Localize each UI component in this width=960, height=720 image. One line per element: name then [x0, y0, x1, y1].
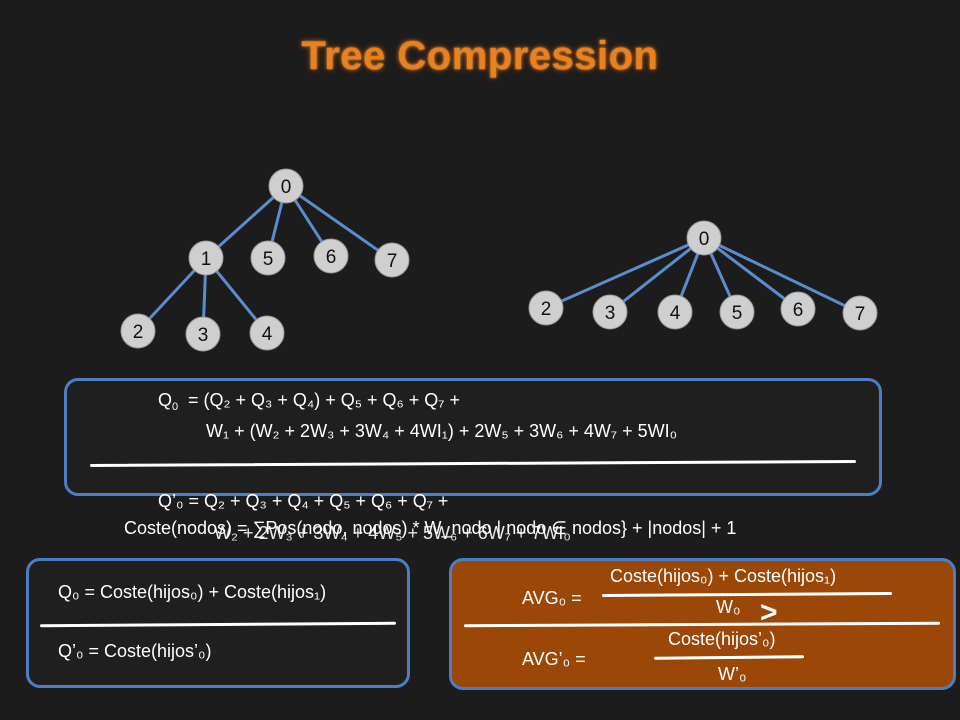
- q0-symbol: Q: [158, 390, 173, 410]
- tree-node: 0: [686, 220, 722, 256]
- tree-node: 0: [268, 168, 304, 204]
- node-label: 2: [133, 322, 144, 343]
- qp0-cost-equation: Q’₀ = Coste(hijos’₀): [58, 641, 212, 661]
- tree-node: 6: [313, 238, 349, 274]
- tree-node: 7: [842, 295, 878, 331]
- tree-node: 2: [120, 313, 156, 349]
- node-label: 4: [262, 324, 273, 345]
- edge: [703, 236, 799, 311]
- q0-formula-line2: W₁ + (W₂ + 2W₃ + 3W₄ + 4WI₁) + 2W₅ + 3W₆…: [206, 421, 678, 441]
- qp0-formula-line1: Q’₀ = Q₂ + Q₃ + Q₄ + Q₅ + Q₆ + Q₇ +: [158, 491, 449, 511]
- greater-than-sign: >: [760, 596, 778, 629]
- edge: [609, 236, 705, 314]
- edge: [285, 184, 393, 262]
- edge: [703, 236, 861, 315]
- q0-subscript: 0: [172, 401, 179, 413]
- avgp0-numerator: Coste(hijos’₀): [668, 629, 776, 649]
- tree-node: 2: [528, 290, 564, 326]
- node-label: 3: [605, 303, 616, 324]
- avg0-label: AVG₀ =: [522, 588, 582, 608]
- node-label: 7: [855, 304, 866, 325]
- slide-title: Tree Compression: [301, 34, 659, 78]
- node-label: 4: [670, 303, 681, 324]
- node-label: 2: [541, 299, 552, 320]
- edge: [204, 184, 288, 260]
- avg0-numerator: Coste(hijos₀) + Coste(hijos₁): [610, 566, 837, 586]
- tree-node: 5: [719, 294, 755, 330]
- tree-node: 3: [185, 316, 221, 352]
- node-label: 1: [201, 249, 212, 270]
- tree-node: 4: [657, 294, 693, 330]
- right-tree: 0 2 3 4 5 6 7: [528, 220, 878, 331]
- node-label: 6: [793, 300, 804, 321]
- edge: [545, 236, 705, 310]
- cost-formula: Coste(nodos) = ∑Pos(nodo, nodos) * W_nod…: [124, 518, 737, 538]
- node-label: 0: [699, 229, 710, 250]
- tree-diagrams: 0 1 5 6 7 2 3 4 0 2 3 4 5 6 7: [120, 168, 878, 352]
- avgp0-label: AVG’₀ =: [522, 649, 586, 669]
- tree-node: 3: [592, 294, 628, 330]
- tree-node: 7: [374, 242, 410, 278]
- tree-node: 6: [780, 291, 816, 327]
- q0-label: Q0: [158, 390, 178, 413]
- main-formula-box: [64, 378, 882, 496]
- avg0-denominator: W₀: [716, 597, 741, 617]
- left-tree: 0 1 5 6 7 2 3 4: [120, 168, 410, 352]
- node-label: 3: [198, 325, 209, 346]
- node-label: 5: [263, 249, 274, 270]
- tree-node: 4: [249, 315, 285, 351]
- node-label: 0: [281, 177, 292, 198]
- q0-cost-equation: Q₀ = Coste(hijos₀) + Coste(hijos₁): [58, 582, 327, 602]
- tree-node: 1: [188, 240, 224, 276]
- tree-node: 5: [250, 240, 286, 276]
- qp0-formula-line2: W₂ + 2W₃ + 3W₄ + 4W₅ + 5W₆ + 6W₇ + 7WI₀: [214, 523, 571, 543]
- node-label: 5: [732, 303, 743, 324]
- node-label: 7: [387, 251, 398, 272]
- avgp0-denominator: W’₀: [718, 664, 747, 684]
- node-label: 6: [326, 247, 337, 268]
- q0-formula-line1: = (Q₂ + Q₃ + Q₄) + Q₅ + Q₆ + Q₇ +: [188, 390, 460, 410]
